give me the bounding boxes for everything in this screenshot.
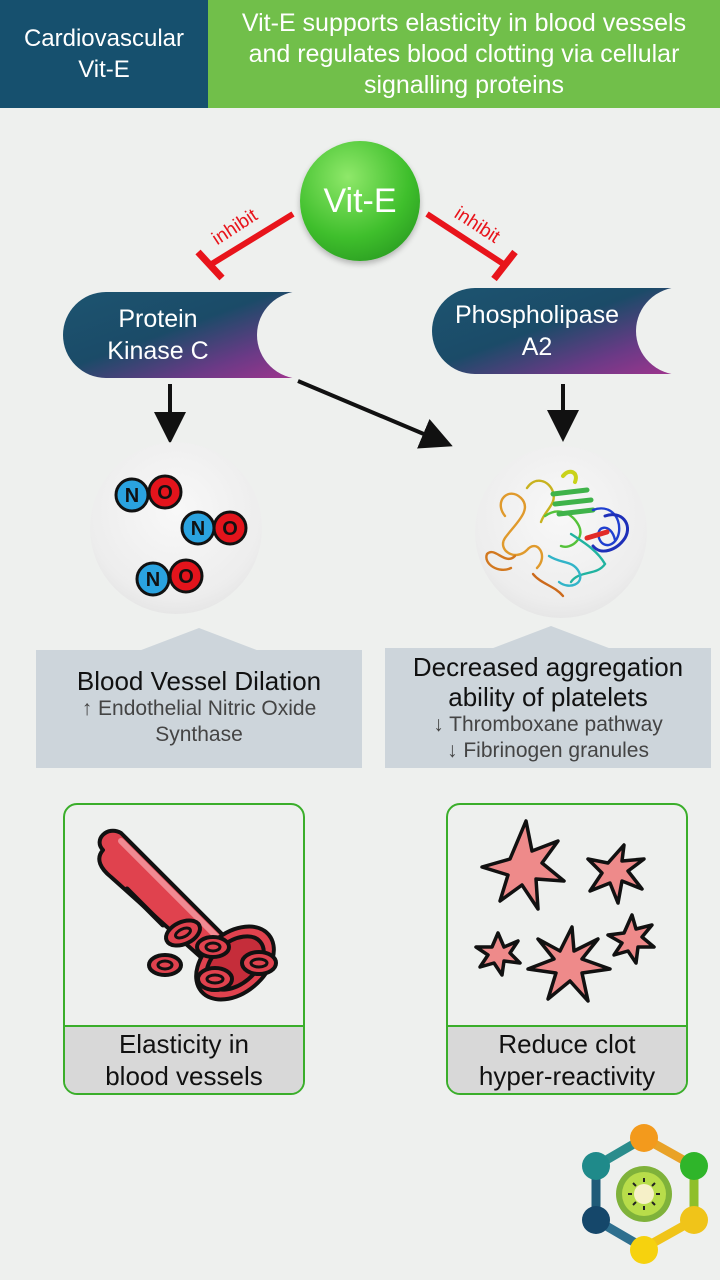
effect-line: ↓ Fibrinogen granules xyxy=(447,739,649,762)
svg-text:N: N xyxy=(191,518,205,540)
enzyme-phospholipase-a2: Phospholipase A2 xyxy=(432,288,682,374)
no-molecule: N O xyxy=(114,474,183,513)
effect-box-dilation: Blood Vessel Dilation ↑ Endothelial Nitr… xyxy=(36,650,362,768)
effect-box-left-pointer xyxy=(136,628,262,652)
header-summary: Vit-E supports elasticity in blood vesse… xyxy=(208,0,720,108)
protein-structure-bubble xyxy=(475,446,647,618)
connector-layer: inhibit inhibit xyxy=(154,203,579,449)
vit-e-circle: Vit-E xyxy=(300,141,420,261)
header-category: Cardiovascular Vit-E xyxy=(0,0,208,108)
effect-box-aggregation: Decreased aggregation ability of platele… xyxy=(385,648,711,768)
svg-text:O: O xyxy=(178,566,194,588)
no-molecule: N O xyxy=(180,510,248,546)
effect-line: ↓ Thromboxane pathway xyxy=(433,713,663,736)
outcome-card-clotting: Reduce clot hyper-reactivity xyxy=(446,803,688,1095)
svg-text:O: O xyxy=(157,482,173,504)
outcome-card-elasticity: Elasticity in blood vessels xyxy=(63,803,305,1095)
svg-text:N: N xyxy=(146,569,160,591)
protein-ribbon-icon xyxy=(485,469,629,598)
inhibit-label-left: inhibit xyxy=(208,205,262,250)
no-molecule: N O xyxy=(135,558,204,597)
arrow-pkc-to-platelets xyxy=(297,379,453,449)
effect-title: Decreased aggregation ability of platele… xyxy=(412,652,684,712)
inhibit-connector-right: inhibit xyxy=(425,203,518,282)
platelets-icon xyxy=(474,819,656,1003)
platelet xyxy=(606,913,656,965)
platelet xyxy=(586,843,646,905)
platelet xyxy=(474,931,522,977)
inhibit-connector-left: inhibit xyxy=(195,205,295,281)
platelet xyxy=(480,819,566,911)
enzyme-protein-kinase-c: Protein Kinase C xyxy=(63,292,303,378)
outcome-caption: Elasticity in blood vessels xyxy=(65,1025,303,1093)
brand-logo xyxy=(582,1124,708,1264)
kiwi-icon xyxy=(616,1166,672,1222)
effect-line: ↑ Endothelial Nitric Oxide Synthase xyxy=(81,697,317,746)
svg-text:O: O xyxy=(222,518,238,540)
outcome-caption: Reduce clot hyper-reactivity xyxy=(448,1025,686,1093)
platelet xyxy=(526,925,612,1003)
blood-vessel-icon xyxy=(97,828,278,1002)
effect-title: Blood Vessel Dilation xyxy=(76,666,322,696)
svg-text:N: N xyxy=(125,485,139,507)
effect-box-right-pointer xyxy=(488,626,614,650)
enzyme-label: Phospholipase A2 xyxy=(432,288,682,374)
inhibit-label-right: inhibit xyxy=(450,203,504,248)
nitric-oxide-bubble: N O N O N O xyxy=(90,442,262,614)
no-molecules: N O N O N O xyxy=(114,474,248,597)
